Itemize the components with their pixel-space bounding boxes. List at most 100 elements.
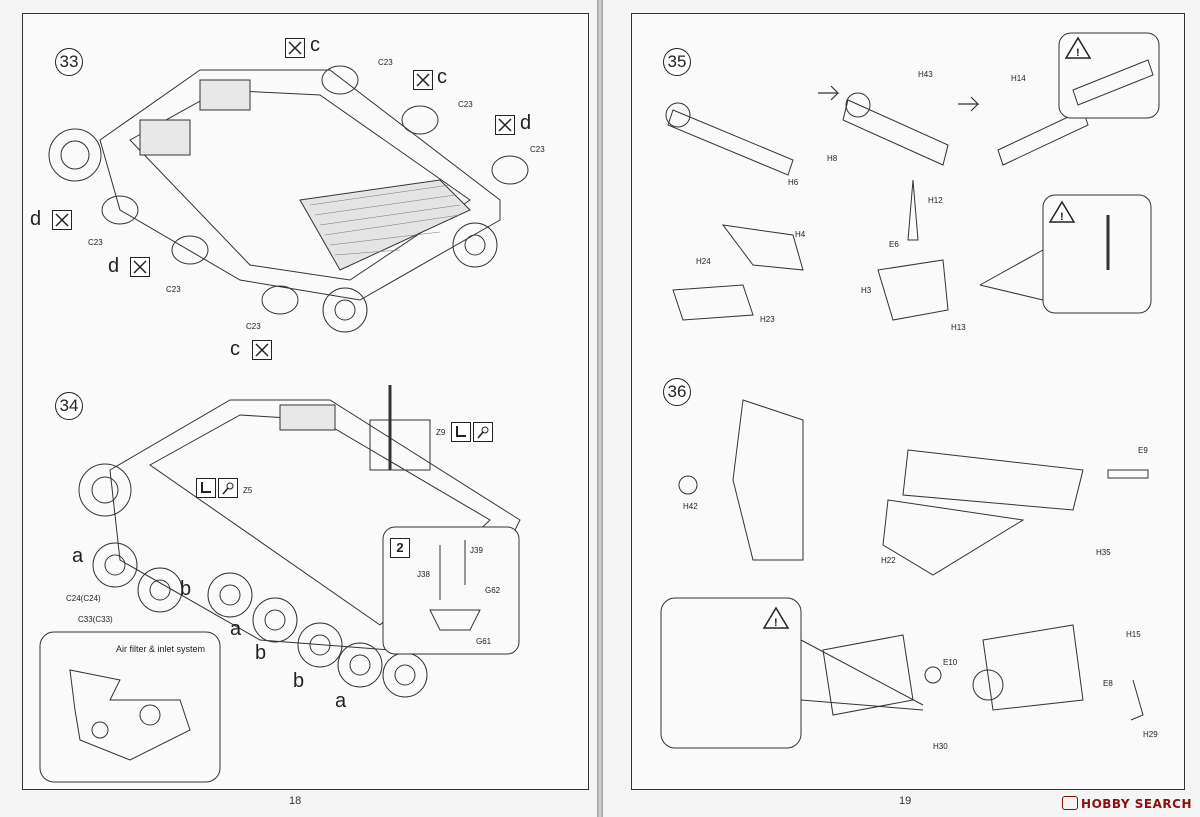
warning-inset-2 (1042, 194, 1152, 314)
susp-c-1 (321, 65, 359, 95)
part-c24: C24(C24) (66, 594, 101, 603)
plate-z9 (369, 419, 431, 471)
part-c23: C23 (458, 100, 473, 109)
part-g62: G62 (485, 586, 501, 595)
step-34-number: 34 (55, 392, 83, 420)
part-h43: H43 (918, 70, 933, 79)
part-z9: Z9 (436, 428, 446, 437)
part-h8: H8 (827, 154, 838, 163)
part-h4: H4 (795, 230, 806, 239)
drill-icon (218, 478, 238, 498)
part-h24: H24 (696, 257, 711, 266)
part-h6: H6 (788, 178, 799, 187)
pipe-h6 (667, 109, 794, 176)
part-label-d: d (30, 208, 42, 230)
no-glue-icon (130, 257, 150, 277)
hull-33-outline (99, 69, 501, 301)
part-h42: H42 (683, 502, 698, 511)
no-glue-icon (413, 70, 433, 90)
part-e8: E8 (1103, 679, 1113, 688)
detail-inset-36 (660, 597, 802, 749)
drill-icon (473, 422, 493, 442)
part-label-d: d (520, 112, 532, 134)
part-h3-shape (877, 259, 949, 321)
part-h29: H29 (1143, 730, 1158, 739)
part-z5: Z5 (243, 486, 253, 495)
right-page: 35 36 H43 H14 H8 H6 H4 H24 H23 H12 E6 H3… (603, 0, 1200, 817)
no-glue-icon (285, 38, 305, 58)
part-h29-shape (1130, 679, 1144, 721)
susp-c-3 (261, 285, 299, 315)
part-h15: H15 (1126, 630, 1141, 639)
part-h30: H30 (933, 742, 948, 751)
assy-36-left (822, 634, 914, 716)
wheel-label-b: b (293, 670, 305, 692)
left-page: 33 34 c c d d d c C23 C23 C23 C23 C23 C2… (0, 0, 597, 817)
part-h14: H14 (1011, 74, 1026, 83)
part-h22-shape (882, 499, 1025, 576)
part-h23: H23 (760, 315, 775, 324)
step-33-number: 33 (55, 48, 83, 76)
pipe-h14-assy (997, 109, 1089, 166)
part-h22: H22 (881, 556, 896, 565)
sprocket-34 (78, 463, 132, 517)
pipe-36 (902, 449, 1084, 511)
svg-text:!: ! (1076, 47, 1080, 59)
road-wheels (92, 542, 428, 698)
sprocket-33b (322, 287, 368, 333)
hull-33-floor-grid (299, 179, 471, 271)
part-c23: C23 (378, 58, 393, 67)
sprocket-33 (48, 128, 102, 182)
susp-d-2 (101, 195, 139, 225)
glue-icon (196, 478, 216, 498)
susp-c-2 (401, 105, 439, 135)
glue-icon (451, 422, 471, 442)
part-j39: J39 (470, 546, 483, 555)
susp-d-1 (491, 155, 529, 185)
idler-33 (452, 222, 498, 268)
warning-icons: ! ! ! (762, 36, 1092, 629)
wheel-label-b: b (180, 578, 192, 600)
part-e10: E10 (943, 658, 958, 667)
brand-logo-icon (1062, 796, 1079, 810)
pipe-h43-assy (842, 99, 949, 166)
book-gutter (597, 0, 603, 817)
assy-36-right (982, 624, 1084, 711)
part-label-c: c (230, 338, 240, 360)
part-j38: J38 (417, 570, 430, 579)
part-c23: C23 (166, 285, 181, 294)
part-h4-shape (721, 224, 804, 271)
engine-grille-1 (139, 119, 191, 156)
hobby-search-watermark: HOBBY SEARCH (1062, 796, 1192, 811)
air-filter-caption: Air filter & inlet system (116, 644, 206, 654)
part-e9: E9 (1138, 446, 1148, 455)
no-glue-icon (52, 210, 72, 230)
page-number-18: 18 (289, 795, 302, 807)
part-label-c: c (437, 66, 447, 88)
part-g61: G61 (476, 637, 492, 646)
wheel-label-a: a (72, 545, 84, 567)
wheel-label-b: b (255, 642, 267, 664)
left-page-drawings (39, 65, 529, 783)
step-36-number: 36 (663, 378, 691, 406)
part-c33: C33(C33) (78, 615, 113, 624)
part-h13: H13 (951, 323, 966, 332)
no-glue-icon (252, 340, 272, 360)
part-label-c: c (310, 34, 320, 56)
air-filter-inset-box (39, 631, 221, 783)
part-h3: H3 (861, 286, 872, 295)
page-number-19: 19 (899, 795, 912, 807)
svg-text:!: ! (1060, 211, 1064, 223)
wheel-label-a: a (230, 618, 242, 640)
part-c23: C23 (88, 238, 103, 247)
susp-d-3 (171, 235, 209, 265)
part-h12: H12 (928, 196, 943, 205)
floor-grid-lines (309, 184, 461, 256)
part-c23: C23 (530, 145, 545, 154)
engine-grille-2 (199, 79, 251, 111)
part-h23-shape (672, 284, 754, 321)
quantity-icon: 2 (390, 538, 410, 558)
svg-text:!: ! (774, 617, 778, 629)
part-label-d: d (108, 255, 120, 277)
